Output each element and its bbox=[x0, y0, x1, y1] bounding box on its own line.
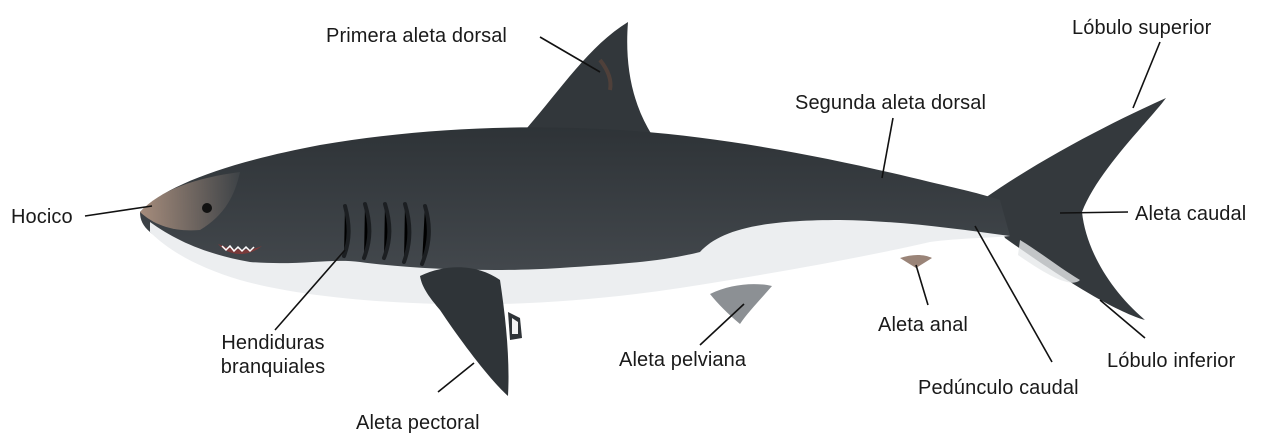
label-lobulo-inferior: Lóbulo inferior bbox=[1107, 349, 1235, 373]
first-dorsal-fin bbox=[527, 22, 652, 135]
label-primera-aleta-dorsal: Primera aleta dorsal bbox=[326, 24, 507, 48]
label-hocico: Hocico bbox=[11, 205, 73, 229]
label-hendiduras-line2: branquiales bbox=[217, 355, 329, 379]
label-segunda-aleta-dorsal: Segunda aleta dorsal bbox=[795, 91, 986, 115]
label-aleta-caudal: Aleta caudal bbox=[1135, 202, 1246, 226]
pelvic-fin bbox=[710, 284, 772, 324]
label-aleta-pectoral: Aleta pectoral bbox=[356, 411, 480, 435]
eye bbox=[202, 203, 212, 213]
label-pedunculo-caudal: Pedúnculo caudal bbox=[918, 376, 1079, 400]
label-hendiduras-branquiales: Hendiduras branquiales bbox=[217, 331, 329, 379]
label-lobulo-superior: Lóbulo superior bbox=[1072, 16, 1211, 40]
pectoral-fin bbox=[420, 267, 509, 396]
label-hendiduras-line1: Hendiduras bbox=[217, 331, 329, 355]
label-aleta-pelviana: Aleta pelviana bbox=[619, 348, 746, 372]
label-aleta-anal: Aleta anal bbox=[878, 313, 968, 337]
